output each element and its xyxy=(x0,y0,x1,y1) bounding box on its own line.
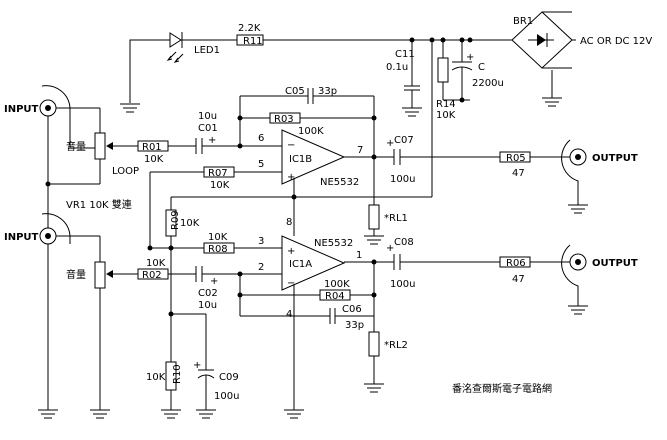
r14-resistor xyxy=(437,57,449,83)
c08-plus: + xyxy=(386,243,394,254)
pin3: 3 xyxy=(258,236,264,247)
c09-plus: + xyxy=(193,360,201,371)
c09-value: 100u xyxy=(214,391,239,402)
ic1a-label: IC1A xyxy=(289,259,312,270)
ne-top-label: NE5532 xyxy=(320,177,359,188)
c01-value: 10u xyxy=(198,111,217,122)
r10-label: R10 xyxy=(172,364,183,384)
c-value: 2200u xyxy=(472,78,504,89)
rl2-label: *RL2 xyxy=(384,340,408,351)
c01-plus: + xyxy=(208,135,216,146)
r01-label: R01 xyxy=(142,142,162,153)
watermark: 番洺查爾斯電子電路網 xyxy=(452,382,552,395)
vr1-label: VR1 10K 雙連 xyxy=(66,198,132,211)
c11-label: C11 xyxy=(395,49,415,60)
input-top-label: INPUT xyxy=(4,104,39,115)
ic1b-plus: + xyxy=(287,172,295,183)
r08-value: 10K xyxy=(208,232,228,243)
r09-label: R09 xyxy=(170,210,181,230)
r07-label: R07 xyxy=(208,168,228,179)
power-supply: LED1 R11 2.2K C11 0.1u R14 10K + C xyxy=(120,11,652,197)
c07-value: 100u xyxy=(390,174,415,185)
led1-label: LED1 xyxy=(194,45,220,56)
r05-value: 47 xyxy=(512,168,525,179)
channel-top: R01 10K + 10u C01 C05 33p R03 100K IC1B … xyxy=(137,86,638,248)
vr1-bottom-pot xyxy=(94,261,106,289)
c06-value: 33p xyxy=(345,320,364,331)
c02-label: C02 xyxy=(198,288,218,299)
vol-top-label: 音量 xyxy=(66,140,86,153)
c07-label: C07 xyxy=(394,135,414,146)
r14-value: 10K xyxy=(436,110,456,121)
c08-value: 100u xyxy=(390,279,415,290)
c01-label: C01 xyxy=(198,123,218,134)
ic1b-minus: − xyxy=(287,140,295,151)
rl2-resistor xyxy=(368,331,380,357)
loop-label: LOOP xyxy=(112,166,139,177)
ic1a-minus: − xyxy=(287,278,295,289)
vol-bottom-label: 音量 xyxy=(66,268,86,281)
c11-value: 0.1u xyxy=(386,62,408,73)
r02-value: 10K xyxy=(146,258,166,269)
c08-label: C08 xyxy=(394,237,414,248)
led1-symbol xyxy=(169,32,182,48)
c05-label: C05 xyxy=(285,86,305,97)
r10-value: 10K xyxy=(146,372,166,383)
r06-label: R06 xyxy=(506,258,526,269)
input-section: INPUT 音量 LOOP VR1 10K 雙連 INPUT 音量 xyxy=(4,85,139,419)
pin5: 5 xyxy=(258,159,264,170)
ne-bottom-label: NE5532 xyxy=(314,238,353,249)
r01-value: 10K xyxy=(144,154,164,165)
rl1-resistor xyxy=(368,204,380,230)
c02-value: 10u xyxy=(198,300,217,311)
vr1-top-pot xyxy=(94,132,106,160)
pin2: 2 xyxy=(258,262,264,273)
r04-value: 100K xyxy=(324,279,350,290)
pin8: 8 xyxy=(286,217,292,228)
r11-label: R11 xyxy=(243,36,263,47)
channel-bottom: R02 10K + C02 10u 2 IC1A + − NE5532 1 4 … xyxy=(137,235,638,419)
c-label: C xyxy=(478,62,485,73)
pin6: 6 xyxy=(258,133,264,144)
r03-value: 100K xyxy=(298,126,324,137)
r05-label: R05 xyxy=(506,153,526,164)
supply-label: AC OR DC 12V xyxy=(580,36,652,47)
output-bottom-label: OUTPUT xyxy=(592,258,638,269)
output-top-label: OUTPUT xyxy=(592,153,638,164)
r04-label: R04 xyxy=(325,291,345,302)
c06-label: C06 xyxy=(342,304,362,315)
pin1: 1 xyxy=(356,250,362,261)
c09-label: C09 xyxy=(219,372,239,383)
r06-value: 47 xyxy=(512,274,525,285)
c02-plus: + xyxy=(210,276,218,287)
pin7: 7 xyxy=(357,145,363,156)
c05-value: 33p xyxy=(318,86,337,97)
r14-label: R14 xyxy=(436,99,456,110)
pin4: 4 xyxy=(286,309,292,320)
ic1a-opamp xyxy=(281,235,346,291)
r03-label: R03 xyxy=(274,114,294,125)
r02-label: R02 xyxy=(142,270,162,281)
r08-label: R08 xyxy=(208,244,228,255)
r11-value: 2.2K xyxy=(238,23,261,34)
br1-label: BR1 xyxy=(513,16,533,27)
ic1a-plus: + xyxy=(287,246,295,257)
input-bottom-label: INPUT xyxy=(4,232,39,243)
c07-plus: + xyxy=(386,138,394,149)
r07-value: 10K xyxy=(210,180,230,191)
r09-value: 10K xyxy=(180,218,200,229)
ic1b-opamp xyxy=(281,129,346,185)
bias-divider: R09 10K R08 10K 3 R10 10K + C09 100u xyxy=(146,197,282,419)
c-plus: + xyxy=(466,52,474,63)
ic1b-label: IC1B xyxy=(289,154,312,165)
rl1-label: *RL1 xyxy=(384,213,408,224)
